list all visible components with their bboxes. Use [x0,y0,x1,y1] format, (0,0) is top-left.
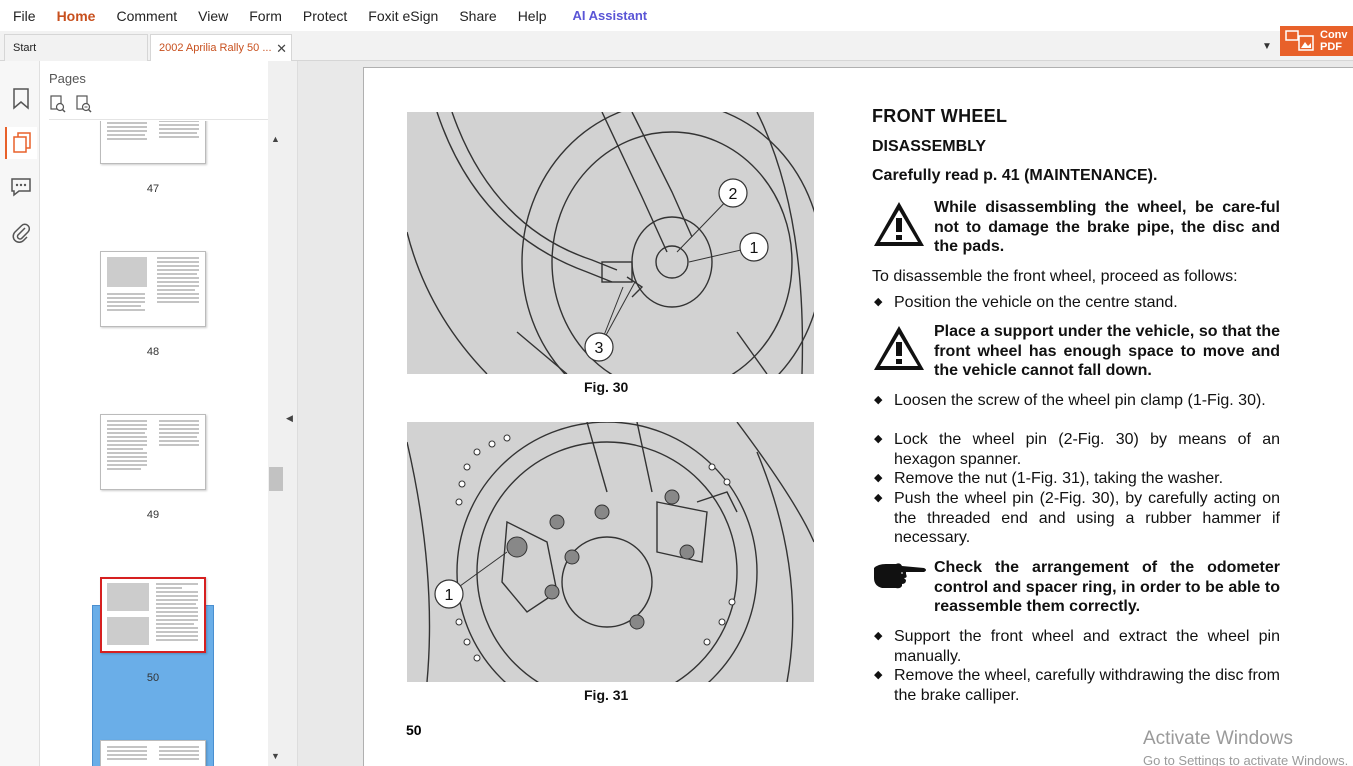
tab-document[interactable]: 2002 Aprilia Rally 50 ... ✕ [150,34,292,61]
list-item-text: Lock the wheel pin (2-Fig. 30) by means … [894,431,1280,468]
list-item-text: Remove the nut (1-Fig. 31), taking the w… [894,470,1224,487]
fig31-caption: Fig. 31 [584,687,629,703]
intro-text: To disassemble the front wheel, proceed … [872,268,1238,285]
bookmark-icon[interactable] [5,83,37,115]
comments-icon[interactable] [5,171,37,203]
thumb-label-49: 49 [146,509,160,521]
page-options-icon[interactable] [49,95,67,118]
pages-panel: Pages 47 48 49 [40,61,284,766]
thumb-label-50: 50 [146,672,160,684]
list-item-text: Position the vehicle on the centre stand… [894,294,1178,311]
menu-share[interactable]: Share [459,7,497,24]
page-thumbnail[interactable] [100,251,206,327]
page-thumbnail[interactable] [100,121,206,164]
bullet-diamond-icon: ◆ [874,394,883,406]
tab-start-label: Start [13,42,37,54]
tab-bar: Start 2002 Aprilia Rally 50 ... ✕ ▼ [0,31,1353,61]
warning-triangle-icon [872,324,926,378]
read-note: Carefully read p. 41 (MAINTENANCE). [872,167,1158,184]
figure-31: 1 [407,422,814,682]
convert-label-1: Conv [1320,29,1348,41]
menu-form[interactable]: Form [249,7,282,24]
pdf-convert-icon [1280,26,1320,56]
scrollbar-thumb[interactable] [269,467,283,491]
attachment-icon[interactable] [5,217,37,249]
page-thumbnail[interactable] [100,414,206,490]
section-heading: FRONT WHEEL [872,106,1008,126]
collapse-panel-handle[interactable]: ◀ [284,61,298,766]
warning-block-2: Place a support under the vehicle, so th… [872,322,1282,382]
list-item-text: Push the wheel pin (2-Fig. 30), by caref… [894,490,1280,546]
watermark-line-1: Activate Windows [1143,728,1293,749]
side-rail [0,61,40,766]
tab-list-dropdown-icon[interactable]: ▼ [1262,41,1272,52]
scroll-down-icon[interactable]: ▼ [271,751,280,761]
menu-comment[interactable]: Comment [116,7,178,24]
section-subheading: DISASSEMBLY [872,138,987,155]
fig31-callout-1: 1 [445,587,454,604]
bullet-diamond-icon: ◆ [874,630,883,642]
figure-30: 2 1 3 [407,112,814,374]
note-text: Check the arrangement of the odometer co… [934,559,1280,615]
menu-home[interactable]: Home [56,7,96,24]
page-zoom-icon[interactable] [75,95,93,118]
activate-windows-watermark: Activate Windows Go to Settings to activ… [1143,728,1348,766]
collapse-left-icon[interactable]: ◀ [286,413,293,423]
bullet-diamond-icon: ◆ [874,492,883,504]
menu-file[interactable]: File [13,7,36,24]
menu-help[interactable]: Help [517,7,547,24]
bullet-diamond-icon: ◆ [874,669,883,681]
tab-document-label: 2002 Aprilia Rally 50 ... [159,42,272,54]
pages-panel-title: Pages [49,71,86,86]
bullet-diamond-icon: ◆ [874,296,883,308]
bullet-diamond-icon: ◆ [874,472,883,484]
thumb-label-48: 48 [146,346,160,358]
list-item-text: Remove the wheel, carefully withdrawing … [894,667,1280,704]
menu-view[interactable]: View [198,7,229,24]
pages-icon[interactable] [5,127,37,159]
close-icon[interactable]: ✕ [276,41,287,56]
warning-triangle-icon [872,200,926,254]
menu-protect[interactable]: Protect [302,7,348,24]
pdf-page: 2 1 3 Fig. 30 [363,67,1353,766]
thumbnails-scrollbar[interactable]: ▲ ▼ [268,61,284,766]
warning-block-1: While disassembling the wheel, be care-f… [872,198,1282,258]
page-number: 50 [406,722,422,738]
fig30-caption: Fig. 30 [584,379,629,395]
menu-ai-assistant[interactable]: AI Assistant [572,8,648,23]
fig30-callout-3: 3 [595,340,604,357]
list-item-text: Support the front wheel and extract the … [894,628,1280,665]
watermark-line-2: Go to Settings to activate Windows. [1143,753,1349,766]
page-thumbnail[interactable] [100,740,206,766]
fig30-callout-1: 1 [750,240,759,257]
fig30-callout-2: 2 [729,186,738,203]
convert-label-2: PDF [1320,41,1342,53]
list-item-text: Loosen the screw of the wheel pin clamp … [894,392,1266,409]
page-thumbnails: 47 48 49 50 [40,121,268,766]
page-thumbnail-current[interactable] [100,577,206,653]
tab-start[interactable]: Start [4,34,148,61]
menu-foxit-esign[interactable]: Foxit eSign [368,7,439,24]
thumb-label-47: 47 [146,183,160,195]
warning-text-1: While disassembling the wheel, be care-f… [934,199,1280,255]
document-view[interactable]: 2 1 3 Fig. 30 [298,61,1353,766]
pointing-hand-icon [872,560,928,596]
warning-text-2: Place a support under the vehicle, so th… [934,323,1280,379]
scroll-up-icon[interactable]: ▲ [271,134,280,144]
note-block: Check the arrangement of the odometer co… [872,558,1282,618]
bullet-diamond-icon: ◆ [874,433,883,445]
menu-bar: File Home Comment View Form Protect Foxi… [0,0,1353,31]
